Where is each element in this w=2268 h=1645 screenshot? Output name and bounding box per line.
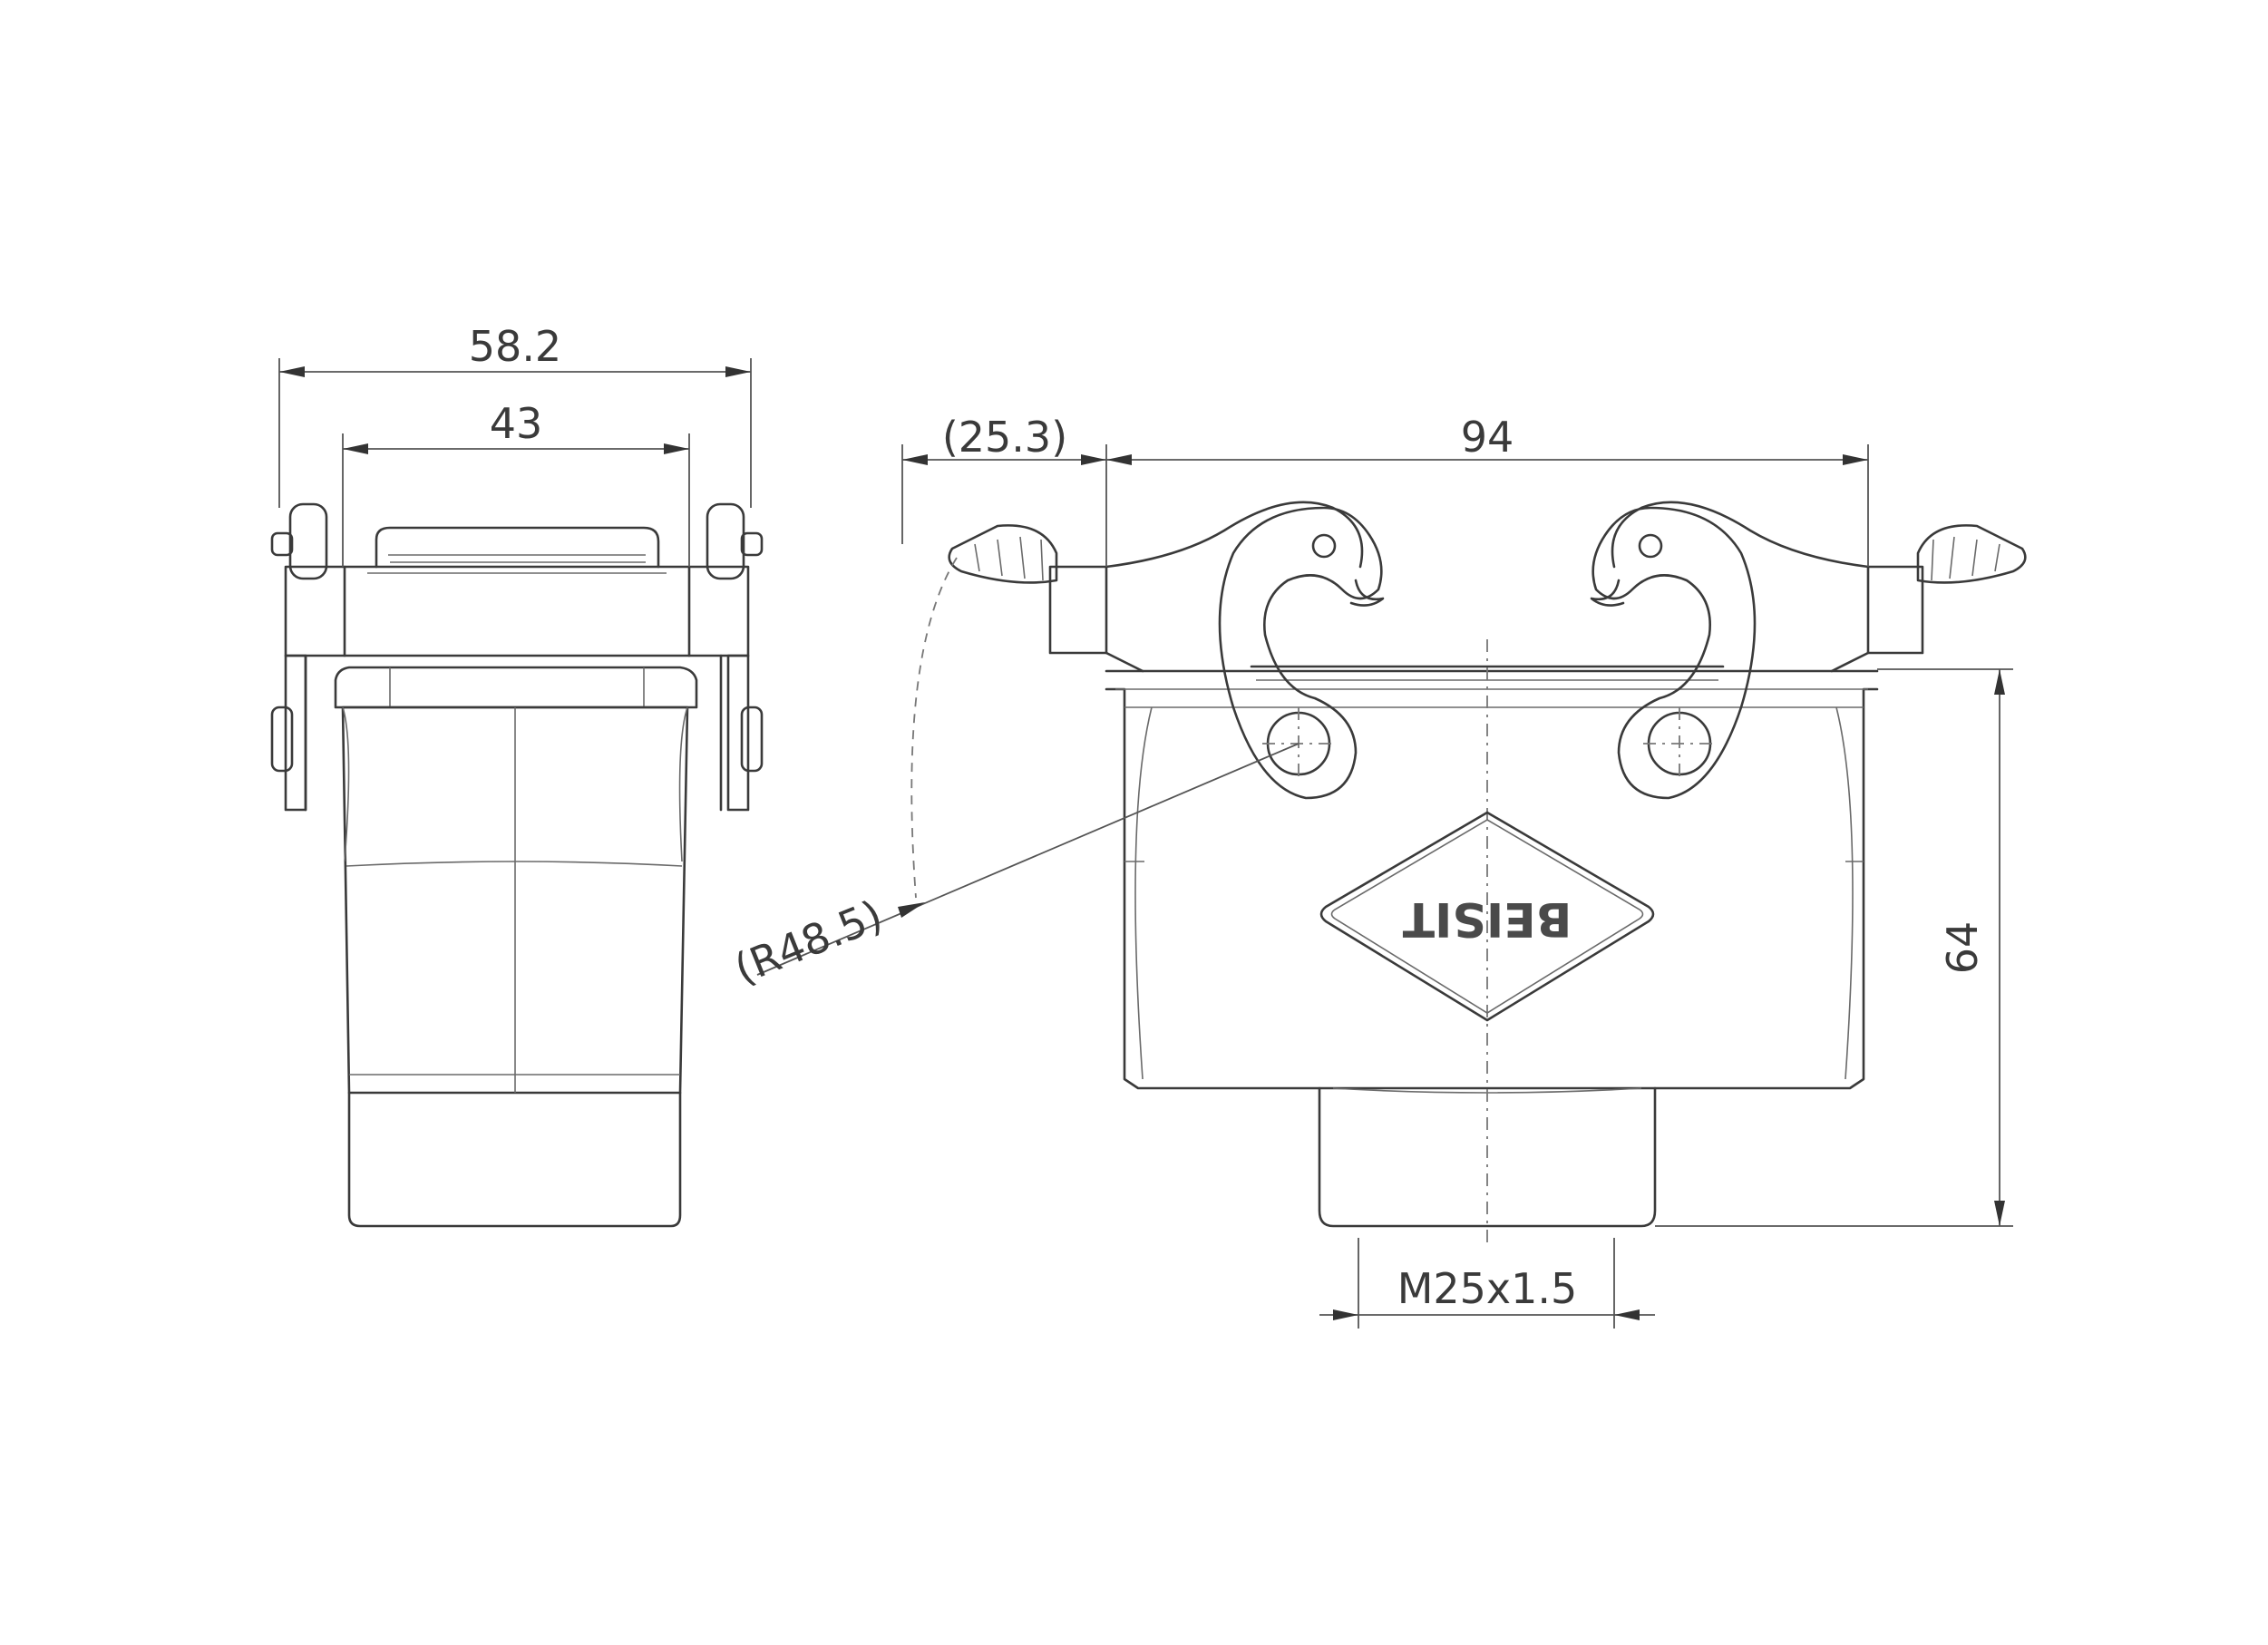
dim-thread: M25x1.5 — [1397, 1264, 1578, 1313]
front-view: BEISIT — [910, 501, 2027, 1244]
dim-inner-width: 43 — [490, 399, 543, 448]
dim-length: 94 — [1461, 413, 1514, 462]
dim-radius: (R48.5) — [727, 891, 889, 994]
dimensions: 58.2 43 (25.3) 94 (R48.5) 64 — [278, 322, 2013, 1329]
dim-height: 64 — [1938, 921, 1987, 975]
dim-lever-offset: (25.3) — [942, 413, 1067, 462]
dim-overall-width: 58.2 — [469, 322, 561, 371]
logo-text: BEISIT — [1402, 891, 1572, 946]
side-view — [270, 502, 764, 1228]
